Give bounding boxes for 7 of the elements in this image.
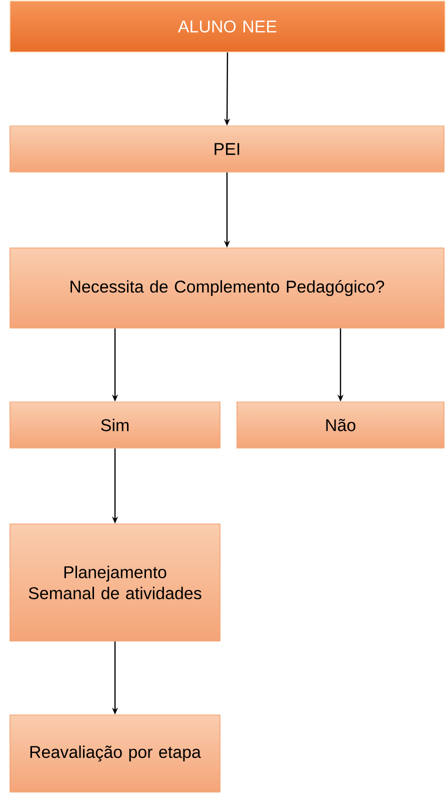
process-box: Planejamento Semanal de atividades [10,524,220,642]
process-box: Não [236,402,444,448]
process-box: Necessita de Complemento Pedagógico? [10,248,444,328]
process-box: PEI [10,126,444,172]
process-box: Sim [10,402,220,448]
title-box: ALUNO NEE [10,0,446,52]
process-box: Reavaliação por etapa [10,714,220,792]
